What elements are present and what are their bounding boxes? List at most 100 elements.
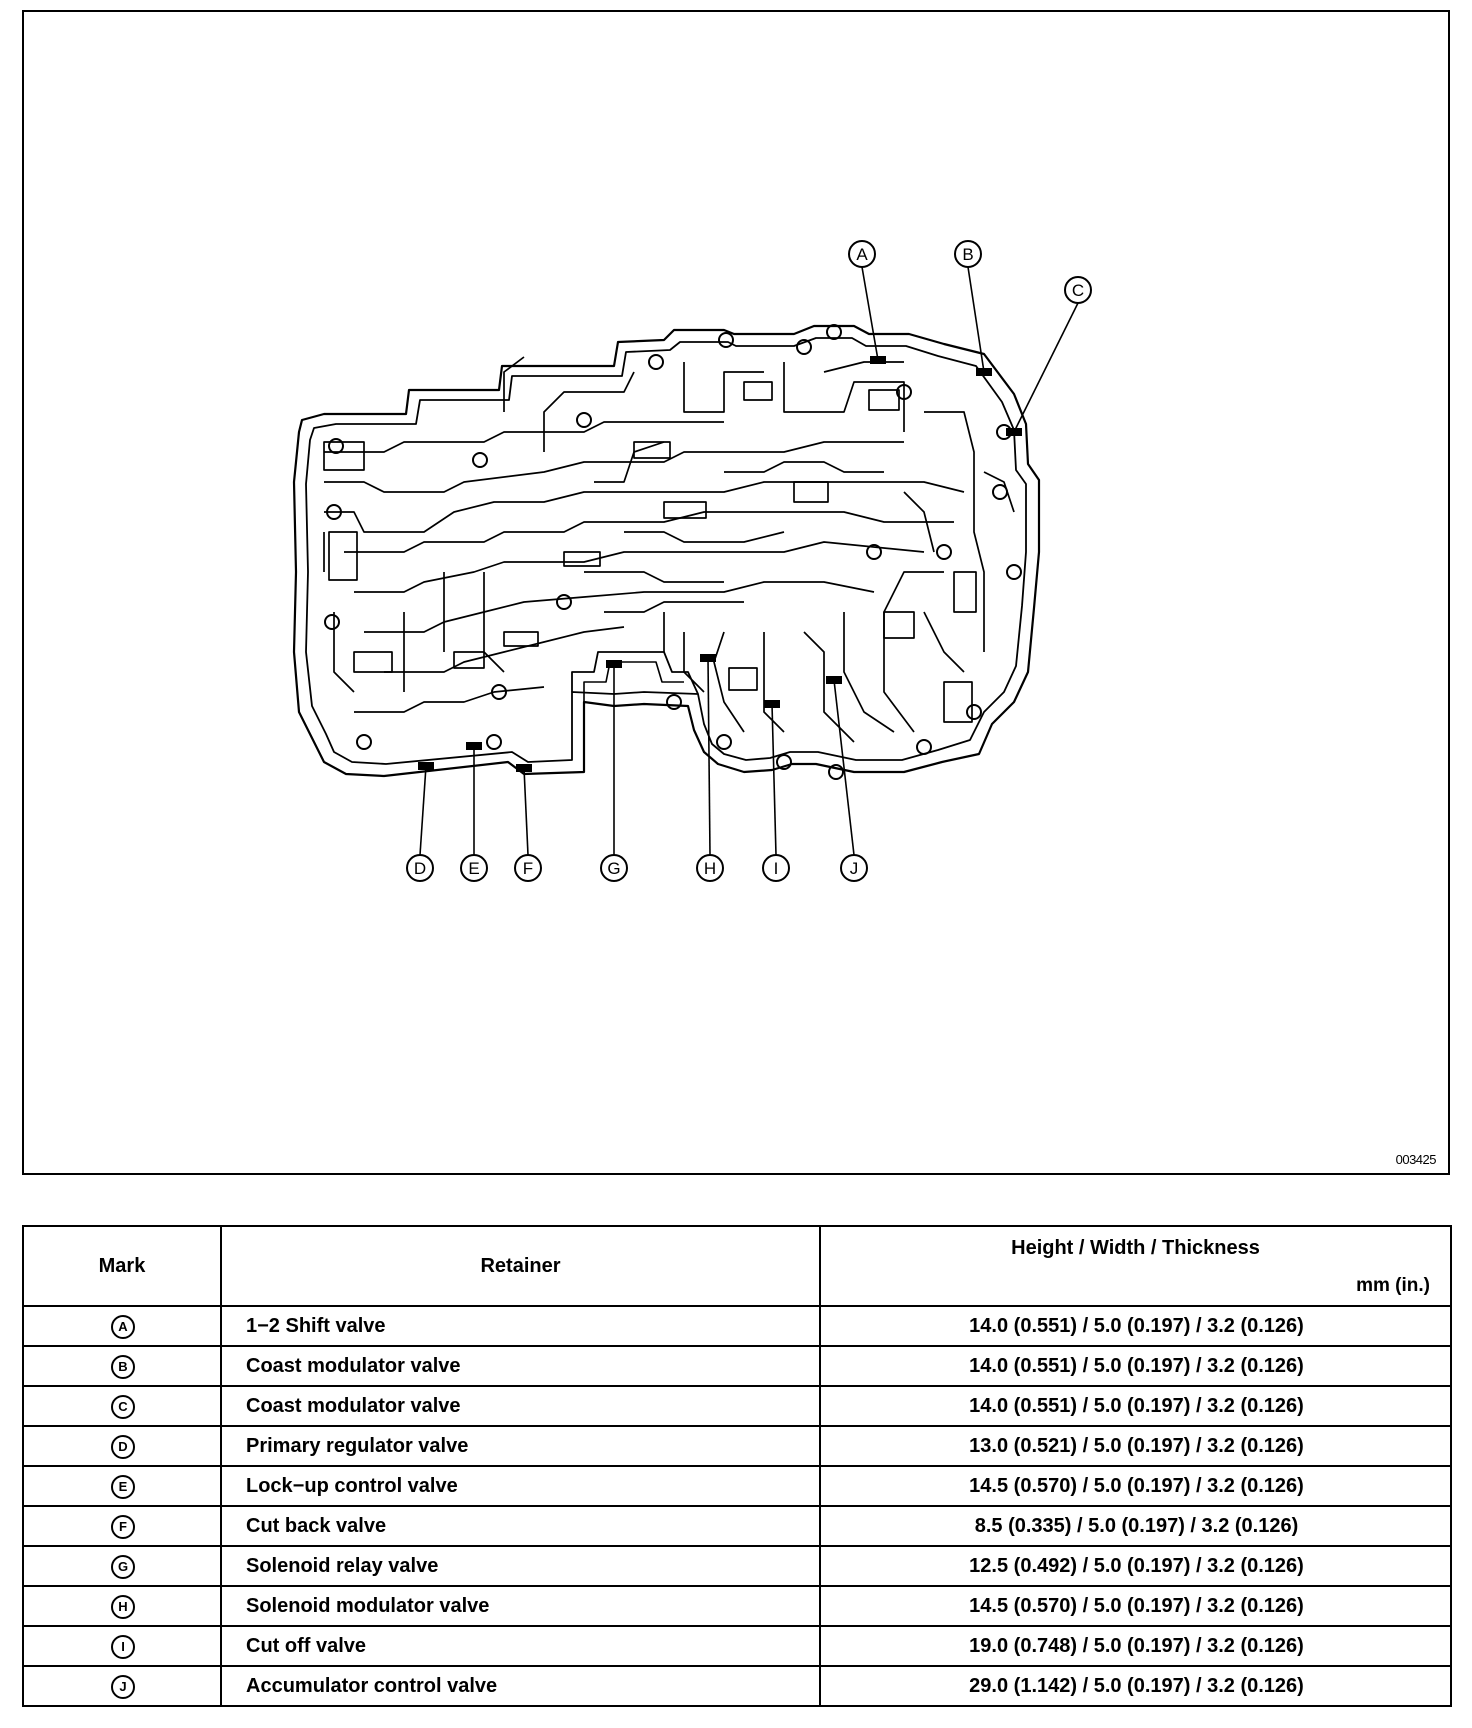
valve-body-opening [571,651,699,695]
cell-retainer: Solenoid relay valve [220,1545,821,1587]
fluid-channel [763,632,785,733]
fluid-channel [344,511,954,553]
cell-dimensions: 8.5 (0.335) / 5.0 (0.197) / 3.2 (0.126) [819,1505,1452,1547]
fluid-channel [364,581,875,633]
callout-label: E [468,859,479,878]
channel-chamber [953,571,977,613]
fluid-channel [333,612,355,693]
callout-circle [514,854,542,882]
callout-leader [771,703,777,856]
header-dimensions: Height / Width / Thickness mm (in.) [819,1225,1452,1307]
fluid-channel [823,361,904,373]
cell-dimensions: 12.5 (0.492) / 5.0 (0.197) / 3.2 (0.126) [819,1545,1452,1587]
bolt-holes [324,324,1022,780]
cell-dimensions: 14.5 (0.570) / 5.0 (0.197) / 3.2 (0.126) [819,1585,1452,1627]
bolt-hole [328,438,344,454]
bolt-hole [866,544,882,560]
fluid-channel [354,686,545,713]
retainer-marker [606,660,622,668]
header-retainer: Retainer [220,1225,821,1307]
cell-dimensions: 14.0 (0.551) / 5.0 (0.197) / 3.2 (0.126) [819,1385,1452,1427]
cell-dimensions: 19.0 (0.748) / 5.0 (0.197) / 3.2 (0.126) [819,1625,1452,1667]
cell-mark: E [22,1465,222,1507]
cell-mark: A [22,1305,222,1347]
fluid-channel [713,631,745,733]
cell-retainer: 1−2 Shift valve [220,1305,821,1347]
cell-mark: B [22,1345,222,1387]
channel-chamber [663,501,707,519]
cell-retainer: Primary regulator valve [220,1425,821,1467]
cell-mark: G [22,1545,222,1587]
callout-circle [406,854,434,882]
callout-label: H [704,859,716,878]
fluid-channel [324,441,904,493]
channel-chamber [328,531,358,581]
callout-circle [696,854,724,882]
bolt-hole [326,504,342,520]
cell-mark: I [22,1625,222,1667]
callout-circle [460,854,488,882]
mark-badge: H [111,1594,135,1619]
bolt-hole [966,704,982,720]
bolt-hole [828,764,844,780]
retainer-marker [1006,428,1022,436]
fluid-channel [843,612,895,733]
fluid-channel [883,571,944,733]
cell-dimensions: 14.0 (0.551) / 5.0 (0.197) / 3.2 (0.126) [819,1345,1452,1387]
cell-retainer: Coast modulator valve [220,1385,821,1427]
callout-label: I [774,859,779,878]
callout-circle [954,240,982,268]
cell-dimensions: 14.5 (0.570) / 5.0 (0.197) / 3.2 (0.126) [819,1465,1452,1507]
channel-chamber [503,631,539,647]
callout-label: C [1072,281,1084,300]
callout-label: G [607,859,620,878]
cell-retainer: Cut off valve [220,1625,821,1667]
callout-label: J [850,859,859,878]
bolt-hole [992,484,1008,500]
callout-circle [762,854,790,882]
header-mark: Mark [22,1225,222,1307]
cell-retainer: Accumulator control valve [220,1665,821,1707]
channel-chamber [728,667,758,691]
callout-label: A [856,245,868,264]
callout-leader [1013,302,1079,433]
callout-circle [840,854,868,882]
channel-chamber [883,611,915,639]
fluid-channel [384,626,625,673]
mark-badge: A [111,1314,135,1339]
bolt-hole [472,452,488,468]
channel-chamber [353,651,393,673]
retainer-marker [826,676,842,684]
valve-body-outline-inner [305,337,1027,765]
bolt-hole [648,354,664,370]
bolt-hole [936,544,952,560]
mark-badge: I [111,1634,135,1659]
header-dimensions-unit: mm (in.) [1356,1275,1430,1296]
mark-badge: F [111,1514,135,1539]
retainer-marker [976,368,992,376]
bolt-hole [916,739,932,755]
fluid-channel [923,611,965,673]
cell-dimensions: 29.0 (1.142) / 5.0 (0.197) / 3.2 (0.126) [819,1665,1452,1707]
figure-code: 003425 [1395,1152,1437,1167]
channel-chamber [633,441,671,459]
channel-chamber [943,681,973,723]
bolt-hole [1006,564,1022,580]
mark-badge: G [111,1554,135,1579]
mark-badge: D [111,1434,135,1459]
fluid-channels [323,356,1015,743]
callout-leader [967,266,985,373]
mark-badge: B [111,1354,135,1379]
cell-retainer: Cut back valve [220,1505,821,1547]
channel-chamber [563,551,601,567]
callout-label: B [962,245,973,264]
cell-mark: F [22,1505,222,1547]
channel-chamber [868,389,900,411]
